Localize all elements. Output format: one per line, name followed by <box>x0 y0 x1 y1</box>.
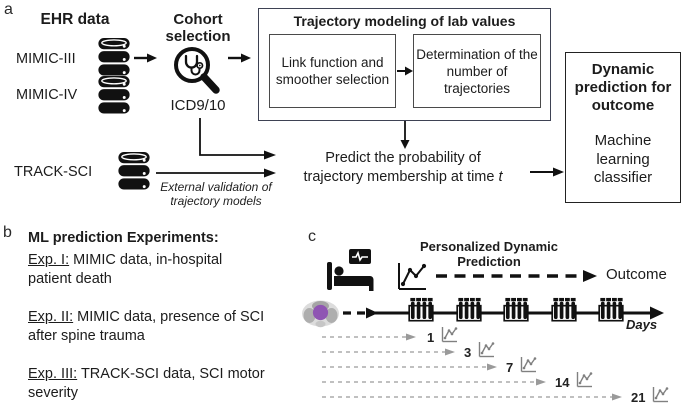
lab-sample-rack-icon-2 <box>456 296 482 327</box>
prediction-row-arrow-2 <box>322 347 456 357</box>
step-determination-box: Determination of the number of trajector… <box>413 34 541 108</box>
icd-code-label: ICD9/10 <box>170 97 226 114</box>
prediction-day-value-4: 14 <box>555 375 570 390</box>
mimic3-label: MIMIC-III <box>16 51 76 67</box>
personalized-prediction-title: Personalized Dynamic Prediction <box>420 239 558 269</box>
tracksci-label: TRACK-SCI <box>14 164 93 180</box>
outcome-label: Outcome <box>606 266 667 283</box>
prediction-row-arrow-3 <box>322 362 498 372</box>
magnifier-stethoscope-icon <box>170 44 222 97</box>
vital-monitor-icon <box>349 249 371 264</box>
days-axis-label: Days <box>626 317 658 332</box>
experiment-3-label: Exp. III: <box>28 366 78 382</box>
dynamic-prediction-title: Dynamic prediction for outcome <box>574 61 672 114</box>
prediction-day-value-3: 7 <box>506 360 514 375</box>
patient-to-timeline-arrow <box>343 305 380 321</box>
mini-chart-icon-2 <box>478 341 496 358</box>
experiment-item-2: Exp. II: MIMIC data, presence of SCI aft… <box>28 309 265 344</box>
prediction-day-value-2: 3 <box>464 345 472 360</box>
cohort-selection-heading: Cohort selection <box>165 11 231 45</box>
prediction-row-arrow-5 <box>322 392 623 402</box>
step-link-function-box: Link function and smoother selection <box>269 34 396 108</box>
mini-chart-icon-3 <box>520 356 538 373</box>
time-variable: t <box>498 168 503 185</box>
predict-probability-text: Predict the probability of trajectory me… <box>303 150 503 185</box>
prediction-row-arrow-4 <box>322 377 547 387</box>
ml-experiments-title: ML prediction Experiments: <box>28 230 219 246</box>
mini-chart-icon-4 <box>576 371 594 388</box>
ml-classifier-label: Machine learning classifier <box>593 132 653 186</box>
database-icon-mimic4 <box>96 76 132 115</box>
hospital-bed-icon <box>326 249 376 291</box>
flow-arrow-tracksci-to-predict <box>156 167 278 179</box>
spinal-cord-cross-section-icon <box>301 299 340 328</box>
experiment-item-1: Exp. I: MIMIC data, in-hospital patient … <box>28 252 223 287</box>
ehr-data-heading: EHR data <box>40 11 110 28</box>
flow-arrow-icd-to-predict <box>188 118 278 164</box>
lab-sample-rack-icon-5 <box>598 296 624 327</box>
flow-arrow-cohort-to-trajectory <box>228 52 252 64</box>
mimic4-label: MIMIC-IV <box>16 87 78 103</box>
database-icon-tracksci <box>116 152 152 191</box>
dynamic-prediction-box: Dynamic prediction for outcome Machine l… <box>565 52 681 203</box>
trajectory-modeling-box: Trajectory modeling of lab values Link f… <box>258 8 551 121</box>
lab-sample-rack-icon-1 <box>408 296 434 327</box>
database-icon-mimic3 <box>96 38 132 77</box>
external-validation-note: External validation of trajectory models <box>160 180 272 208</box>
outcome-arrow <box>436 268 600 284</box>
experiment-2-label: Exp. II: <box>28 309 74 325</box>
panel-b-label: b <box>3 224 12 241</box>
prediction-day-value-1: 1 <box>427 330 435 345</box>
flow-arrow-ehr-to-cohort <box>134 52 158 64</box>
trajectory-box-title: Trajectory modeling of lab values <box>293 13 516 29</box>
mini-chart-icon-1 <box>441 326 459 343</box>
ml-experiments-block: ML prediction Experiments: Exp. I: MIMIC… <box>28 229 328 408</box>
flow-arrow-trajectory-to-predict <box>399 121 411 150</box>
flow-arrow-predict-to-classifier <box>530 165 566 179</box>
lab-sample-rack-icon-4 <box>551 296 577 327</box>
prediction-row-arrow-1 <box>322 332 417 342</box>
flow-arrow-step1-to-step2 <box>397 64 415 78</box>
step-determination-text: Determination of the number of trajector… <box>416 46 538 96</box>
experiment-1-label: Exp. I: <box>28 252 70 268</box>
panel-c-label: c <box>308 228 316 245</box>
lab-sample-rack-icon-3 <box>503 296 529 327</box>
panel-a-label: a <box>4 1 13 18</box>
mini-chart-icon-5 <box>652 386 670 403</box>
experiment-item-3: Exp. III: TRACK-SCI data, SCI motor seve… <box>28 366 265 401</box>
step-link-function-text: Link function and smoother selection <box>275 55 390 87</box>
line-chart-icon <box>397 261 429 292</box>
prediction-day-value-5: 21 <box>631 390 646 405</box>
